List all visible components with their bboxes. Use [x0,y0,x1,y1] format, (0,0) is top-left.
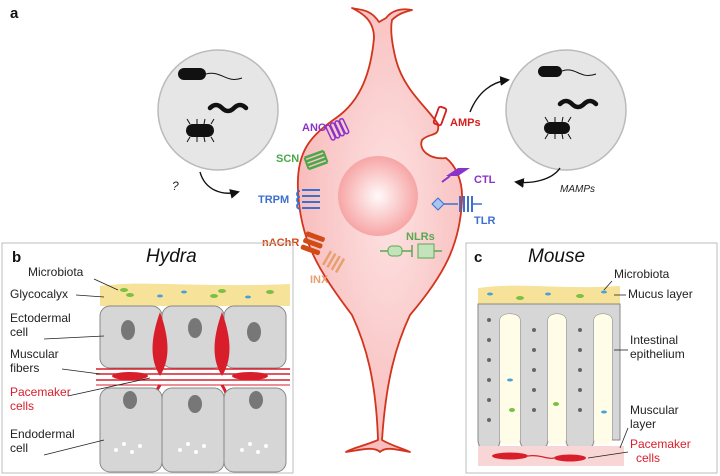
scn-channel-icon [303,149,329,171]
trpm-channel-icon [296,189,320,210]
arrow-amps-to-microbes [469,76,510,113]
muscular-label-2: fibers [10,361,39,375]
muscular-layer-label-1: Muscular [630,403,679,417]
ectodermal-label-2: cell [10,325,28,339]
muscular-label-1: Muscular [10,347,59,361]
mucus-layer-label: Mucus layer [628,287,693,301]
mouse-title: Mouse [528,246,585,267]
pacemaker-label-2: cells [10,399,34,413]
amps-label: AMPs [450,117,481,129]
hydra-leader-lines [43,278,151,456]
tlr-label: TLR [474,215,495,227]
spirillum-icon [557,98,599,110]
mouse-pacemaker-label-1: Pacemaker [630,437,691,451]
panel-label-b: b [12,249,21,266]
glycocalyx-layer [100,283,290,306]
mouse-panel: c Mouse [465,242,718,474]
nachr-channel-icon [300,231,325,256]
ectodermal-label-1: Ectodermal [10,311,71,325]
ctl-label: CTL [474,174,496,186]
hydra-title: Hydra [146,246,197,267]
tlr-receptor-icon [431,196,482,212]
mouse-pacemaker-label-2: cells [636,451,660,465]
rod-bacterium-icon [538,66,597,77]
mouse-leader-lines [587,280,629,459]
pacemaker-label-1: Pacemaker [10,385,71,399]
endodermal-label-1: Endodermal [10,427,75,441]
inx-label: INX [310,274,329,286]
nlrs-receptor-icon [380,243,442,259]
question-mark: ? [172,179,179,193]
intestinal-label-1: Intestinal [630,333,678,347]
hydra-microbiota-icons [120,288,274,299]
panel-label-a: a [10,5,19,22]
scn-label: SCN [276,153,299,165]
amps-vesicle-icon [432,105,448,127]
ectodermal-cells [99,305,287,369]
endodermal-cells [99,387,287,473]
ctl-receptor-icon [441,168,470,183]
microbe-circle-right [505,49,627,171]
hydra-panel: b Hydra [1,242,294,474]
nucleus [338,156,418,236]
panel-label-c: c [474,249,482,266]
muscular-layer [478,446,624,466]
mamps-label: MAMPs [560,184,595,195]
flagellated-bacterium-icon [544,116,572,140]
lumen-microbiota-icons [507,378,607,414]
intestinal-label-2: epithelium [630,347,685,361]
nlrs-label: NLRs [406,231,435,243]
trpm-label: TRPM [258,194,289,206]
hydra-microbiota-label: Microbiota [28,265,84,279]
spirillum-icon [207,102,249,114]
rod-bacterium-icon [178,68,243,80]
pacemaker-cells-mouse [492,452,586,462]
ano-label: ANO [302,122,327,134]
microbe-circle-left [157,49,279,171]
mouse-microbiota-icons [487,290,607,300]
inx-channel-icon [321,250,346,274]
endodermal-label-2: cell [10,441,28,455]
epithelium-nuclei [487,318,582,422]
arrow-mamps-to-cell [514,167,561,188]
mouse-microbiota-label: Microbiota [614,267,670,281]
flagellated-bacterium-icon [186,118,215,143]
arrow-microbes-to-cell [199,171,240,199]
glycocalyx-label: Glycocalyx [10,287,68,301]
ano-channel-icon [325,118,350,141]
muscular-layer-label-2: layer [630,417,656,431]
